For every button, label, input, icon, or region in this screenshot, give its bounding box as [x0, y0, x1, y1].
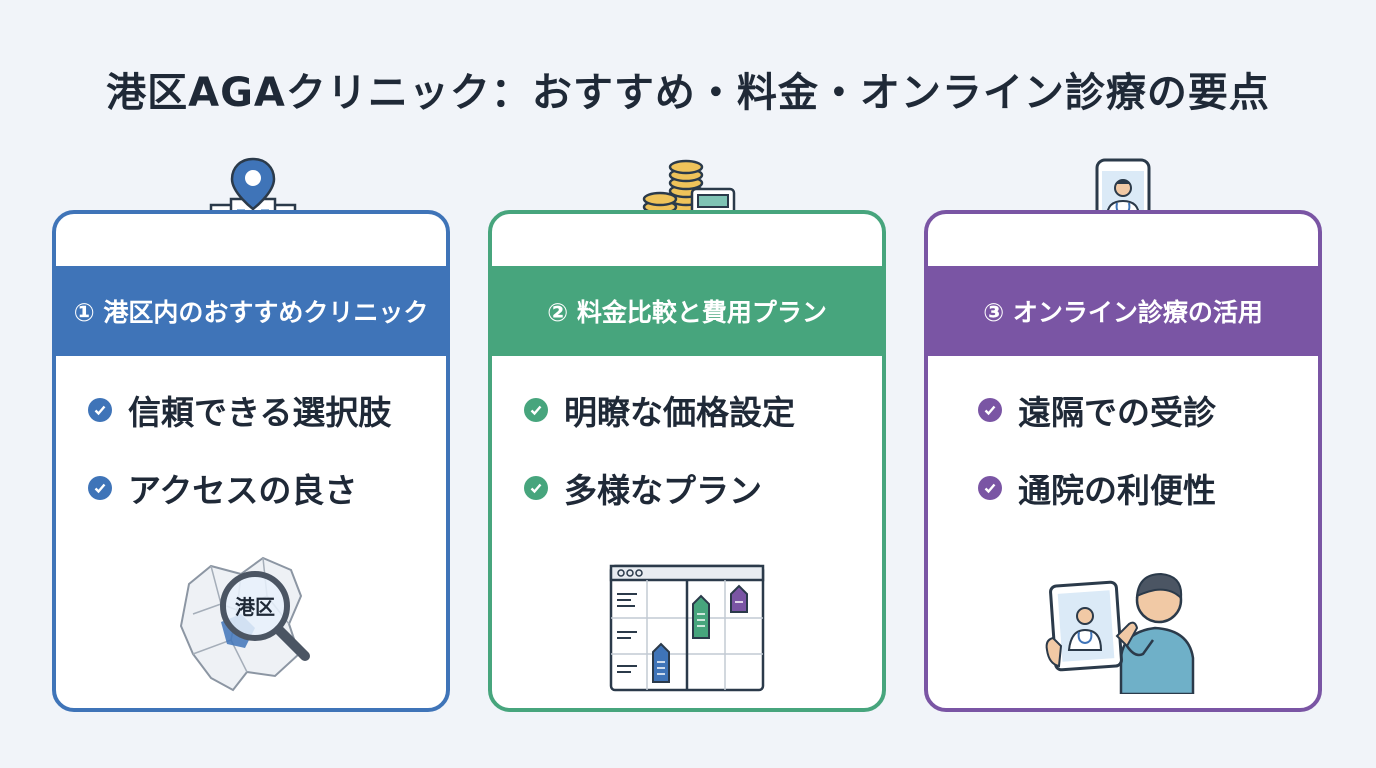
check-circle-icon — [88, 398, 112, 422]
check-circle-icon — [978, 476, 1002, 500]
card-header: ① 港区内のおすすめクリニック — [56, 266, 446, 356]
list-item: 多様なプラン — [524, 468, 872, 510]
card-clinics: ① 港区内のおすすめクリニック 信頼できる選択肢 アクセスの良さ 港区 — [52, 210, 450, 712]
list-item: 明瞭な価格設定 — [524, 390, 872, 432]
list-item-text: 信頼できる選択肢 — [128, 393, 392, 432]
card-header: ③ オンライン診療の活用 — [928, 266, 1318, 356]
list-item: アクセスの良さ — [88, 468, 436, 510]
check-circle-icon — [88, 476, 112, 500]
list-item-text: 遠隔での受診 — [1018, 393, 1216, 432]
card-online: ③ オンライン診療の活用 遠隔での受診 通院の利便性 — [924, 210, 1322, 712]
list-item: 信頼できる選択肢 — [88, 390, 436, 432]
card-list: 遠隔での受診 通院の利便性 — [978, 390, 1308, 546]
card-pricing: ② 料金比較と費用プラン 明瞭な価格設定 多様なプラン — [488, 210, 886, 712]
tokyo-map-magnifier-icon: 港区 — [56, 544, 446, 694]
list-item-text: 明瞭な価格設定 — [564, 393, 795, 432]
check-circle-icon — [978, 398, 1002, 422]
price-tag-table-icon — [492, 562, 882, 694]
list-item-text: 通院の利便性 — [1018, 471, 1216, 510]
map-label: 港区 — [235, 595, 275, 619]
card-list: 信頼できる選択肢 アクセスの良さ — [88, 390, 436, 546]
list-item: 通院の利便性 — [978, 468, 1308, 510]
patient-tablet-video-call-icon — [928, 554, 1318, 694]
card-list: 明瞭な価格設定 多様なプラン — [524, 390, 872, 546]
check-circle-icon — [524, 476, 548, 500]
list-item-text: 多様なプラン — [564, 471, 762, 510]
page-title: 港区AGAクリニック：おすすめ・料金・オンライン診療の要点 — [106, 70, 1270, 116]
check-circle-icon — [524, 398, 548, 422]
list-item: 遠隔での受診 — [978, 390, 1308, 432]
list-item-text: アクセスの良さ — [128, 471, 358, 510]
card-header: ② 料金比較と費用プラン — [492, 266, 882, 356]
